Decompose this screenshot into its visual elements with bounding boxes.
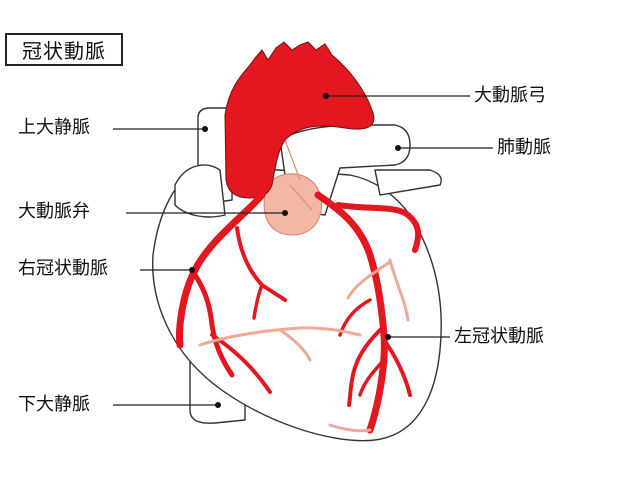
- diagram-title: 冠状動脈: [22, 39, 106, 63]
- label-superior-vena-cava: 上大静脈: [18, 117, 90, 138]
- label-right-coronary-artery: 右冠状動脈: [18, 258, 108, 279]
- label-pulmonary-artery: 肺動脈: [497, 137, 551, 158]
- cardiac-vein-path: [198, 326, 362, 347]
- aortic-valve-shape: [263, 173, 323, 236]
- pulmonary-branch-shape: [374, 169, 442, 196]
- label-aortic-arch: 大動脈弓: [474, 85, 546, 106]
- left-coronary-artery-path: [314, 191, 388, 434]
- label-left-coronary-artery: 左冠状動脈: [454, 326, 544, 347]
- right-atrium-outline: [174, 164, 226, 218]
- diagram-title-box: 冠状動脈: [5, 33, 123, 66]
- label-inferior-vena-cava: 下大静脈: [18, 394, 90, 415]
- label-aortic-valve: 大動脈弁: [18, 201, 90, 222]
